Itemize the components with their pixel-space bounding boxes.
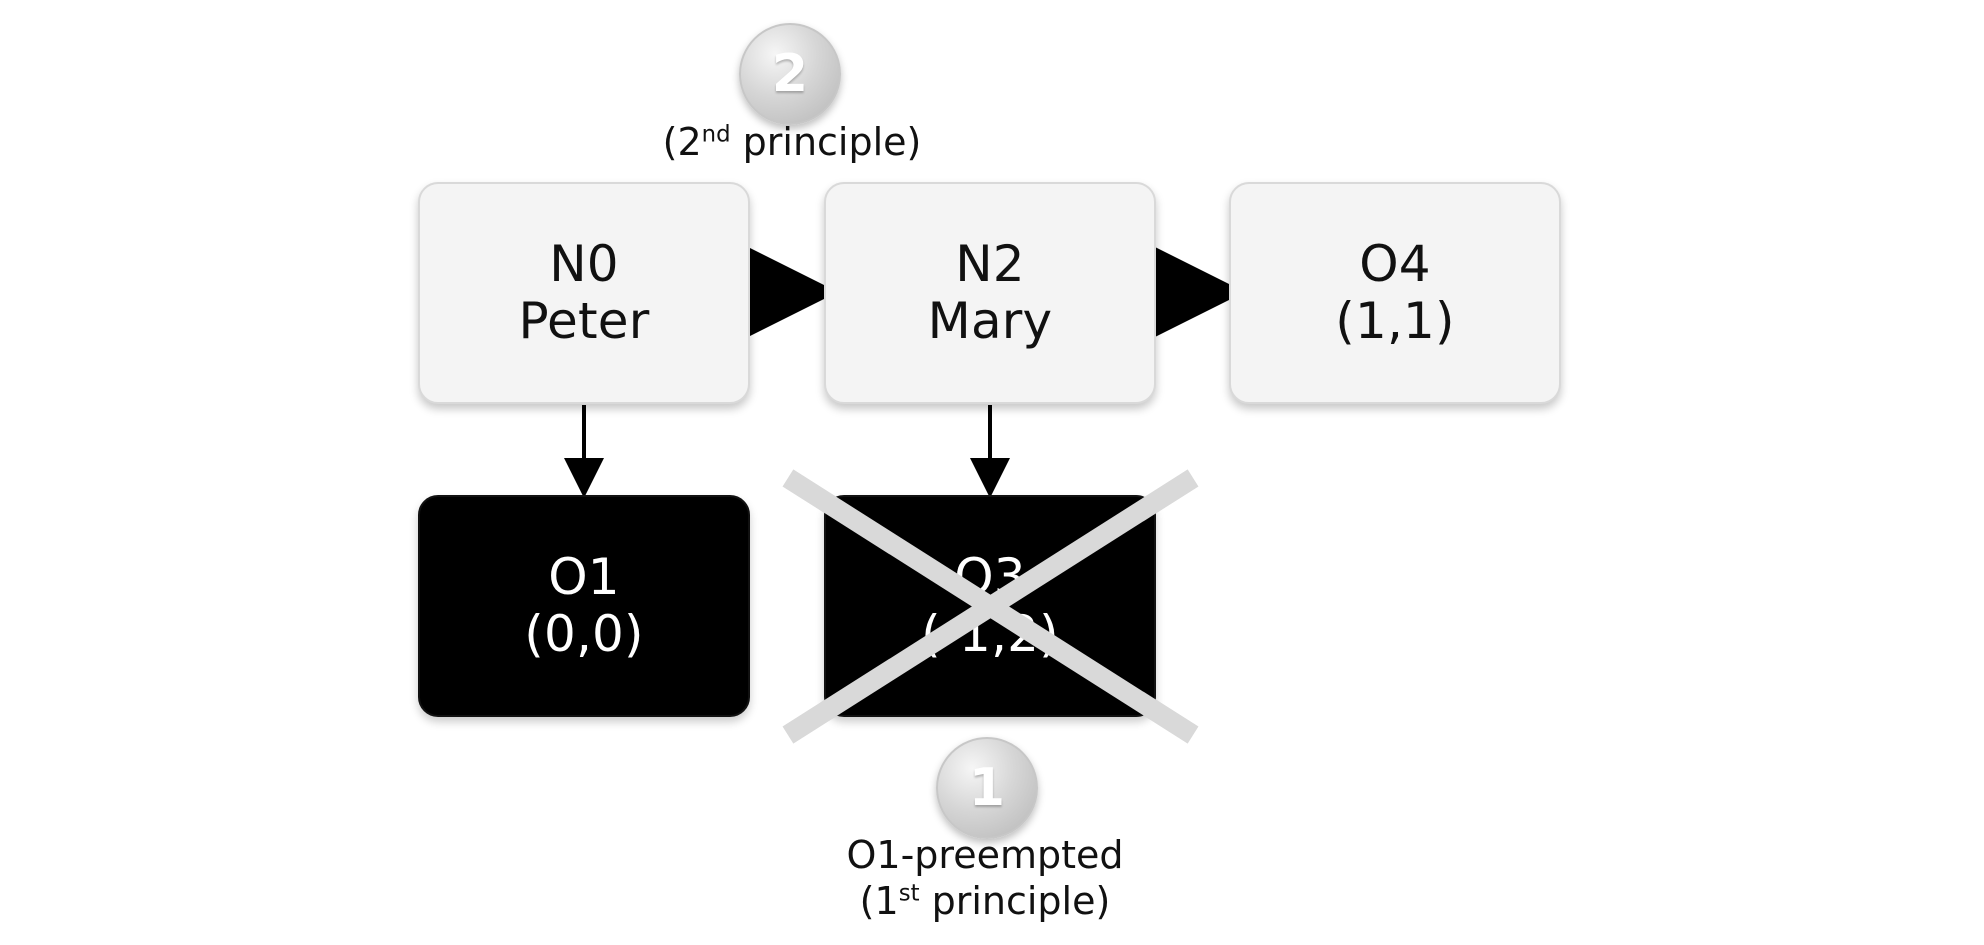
node-o4: O4 (1,1) bbox=[1229, 182, 1561, 404]
badge-1-caption-prefix: (1 bbox=[859, 878, 899, 923]
node-o1-line2: (0,0) bbox=[524, 605, 644, 663]
node-n0: N0 Peter bbox=[418, 182, 750, 404]
badge-1: 1 bbox=[936, 737, 1038, 839]
node-o3-line2: (-1,2) bbox=[921, 605, 1059, 663]
badge-1-caption-line2: (1st principle) bbox=[820, 879, 1150, 925]
badge-1-caption-suffix: principle) bbox=[919, 878, 1111, 923]
badge-1-number: 1 bbox=[968, 758, 1006, 818]
node-n0-line1: N0 bbox=[549, 234, 619, 293]
badge-2-caption-suffix: principle) bbox=[730, 120, 922, 164]
badge-1-caption-line1: O1-preempted bbox=[846, 833, 1124, 877]
badge-2-caption-sup: nd bbox=[701, 121, 731, 148]
node-o1-line1: O1 bbox=[548, 547, 620, 606]
badge-1-caption-sup: st bbox=[898, 879, 920, 906]
node-o4-line2: (1,1) bbox=[1335, 292, 1455, 350]
badge-2-number: 2 bbox=[771, 44, 809, 104]
node-o1: O1 (0,0) bbox=[418, 495, 750, 717]
node-n2-line1: N2 bbox=[955, 234, 1025, 293]
node-n2: N2 Mary bbox=[824, 182, 1156, 404]
node-o3-line1: O3 bbox=[954, 547, 1026, 606]
node-n2-line2: Mary bbox=[927, 292, 1053, 350]
node-n0-line2: Peter bbox=[518, 292, 650, 350]
badge-2-caption-prefix: (2 bbox=[662, 120, 702, 164]
node-o4-line1: O4 bbox=[1359, 234, 1431, 293]
badge-2: 2 bbox=[739, 23, 841, 125]
badge-1-caption: O1-preempted (1st principle) bbox=[820, 833, 1150, 924]
node-o3: O3 (-1,2) bbox=[824, 495, 1156, 717]
badge-2-caption: (2nd principle) bbox=[662, 120, 922, 166]
